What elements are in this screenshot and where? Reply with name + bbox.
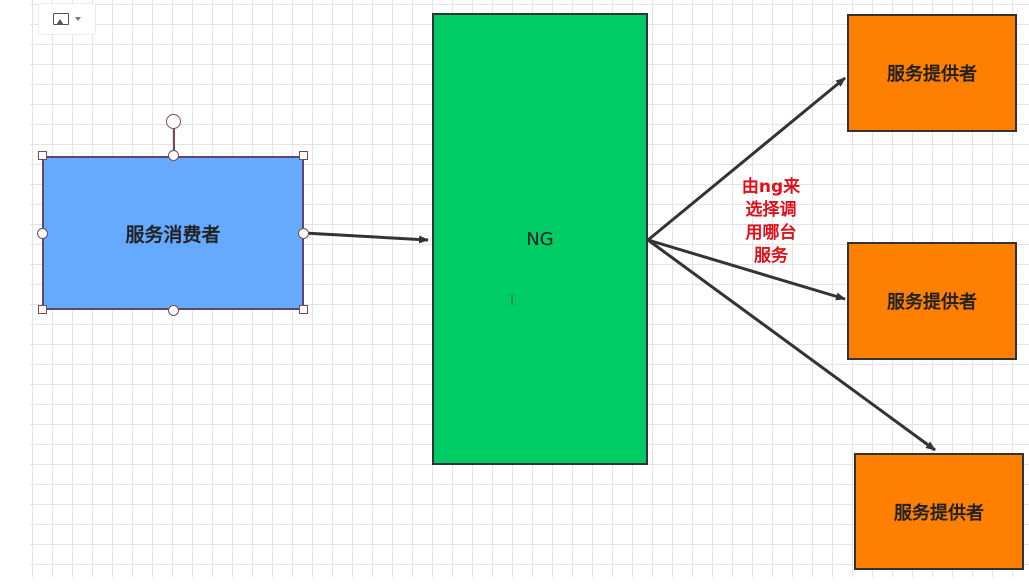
provider-node[interactable]: 服务提供者 — [847, 242, 1017, 360]
routing-annotation[interactable]: 由ng来 选择调 用哪台 服务 — [728, 176, 814, 268]
resize-handle-top[interactable] — [168, 150, 179, 161]
edge-ng-to-provider-3[interactable] — [647, 238, 936, 452]
provider-label: 服务提供者 — [887, 292, 977, 313]
provider-label: 服务提供者 — [887, 64, 977, 85]
insert-image-button[interactable] — [38, 3, 96, 35]
resize-handle-bottom[interactable] — [168, 305, 179, 316]
edge-ng-to-provider-1[interactable] — [647, 76, 846, 242]
provider-node[interactable]: 服务提供者 — [847, 14, 1017, 132]
resize-handle-bottom-left[interactable] — [38, 305, 47, 314]
annotation-line: 服务 — [754, 246, 788, 266]
rotate-handle-stem — [173, 129, 175, 151]
resize-handle-top-left[interactable] — [38, 151, 47, 160]
text-cursor-icon: I — [510, 293, 515, 309]
resize-handle-right[interactable] — [298, 228, 309, 239]
resize-handle-bottom-right[interactable] — [299, 305, 308, 314]
chevron-down-icon[interactable] — [75, 17, 81, 21]
provider-label: 服务提供者 — [894, 502, 984, 524]
rotate-handle[interactable] — [166, 114, 181, 129]
edge-ng-to-provider-2[interactable] — [647, 238, 846, 301]
annotation-line: 由ng来 — [741, 177, 801, 197]
provider-node[interactable]: 服务提供者 — [854, 453, 1024, 570]
annotation-line: 选择调 — [745, 200, 797, 220]
consumer-label: 服务消费者 — [125, 223, 221, 246]
consumer-node[interactable]: 服务消费者 — [42, 156, 304, 310]
resize-handle-top-right[interactable] — [299, 151, 308, 160]
ng-label: NG — [526, 228, 554, 250]
annotation-line: 用哪台 — [745, 223, 797, 243]
image-icon — [53, 13, 69, 25]
edge-consumer-to-ng[interactable] — [303, 231, 429, 244]
ng-node[interactable]: NG I — [432, 13, 648, 465]
resize-handle-left[interactable] — [37, 228, 48, 239]
